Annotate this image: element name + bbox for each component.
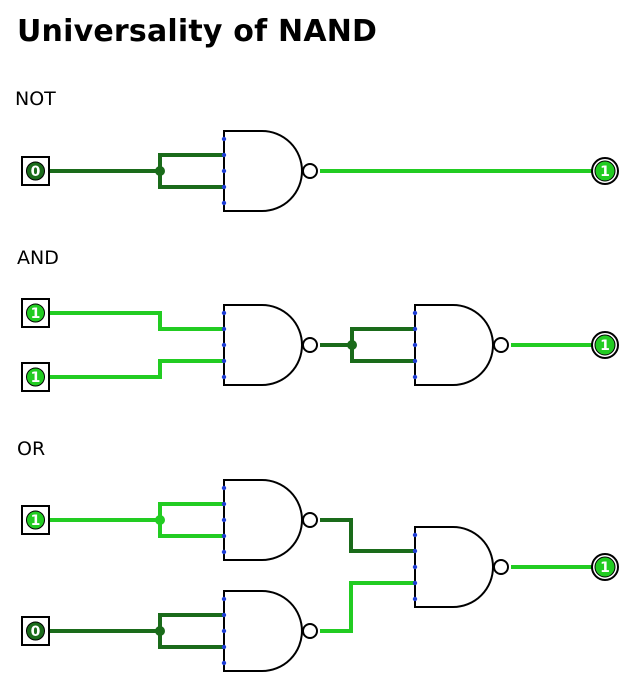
or-nand-gate-b-pin-1 [221, 612, 227, 618]
wires-layer [50, 153, 593, 649]
not-nand-gate [221, 130, 318, 212]
or-nand-gate-a-pin-4 [221, 549, 227, 555]
or-nand-gate-a-pin-2 [221, 517, 227, 523]
and-nand-gate-2-pin-4 [412, 374, 418, 380]
and-input-a-pin: 1 [21, 298, 50, 328]
or-label: OR [17, 438, 46, 460]
and-nand-gate-2-pin-0 [412, 310, 418, 316]
or-input-b-pin-value: 0 [31, 624, 41, 640]
gates-layer [221, 130, 509, 672]
and-nand-gate-1-body [223, 304, 303, 386]
or-nand-gate-a-pin-1 [221, 501, 227, 507]
or-input-a-pin: 1 [21, 505, 50, 535]
or-nand-gate-out-pin-4 [412, 596, 418, 602]
or-nand-gate-out-pin-0 [412, 532, 418, 538]
and-nand-gate-2-body [414, 304, 494, 386]
not-fork-wire [158, 153, 224, 189]
not-input-pin: 0 [21, 156, 50, 186]
and-output-pin-led [594, 334, 616, 356]
not-input-pin-led [26, 161, 45, 181]
or-nand-gate-out-body [414, 526, 494, 608]
or-nand-gate-b-pin-2 [221, 628, 227, 634]
or-nand-gate-out-pin-2 [412, 564, 418, 570]
or-input-a-pin-led [26, 510, 45, 530]
and-nand-gate-1-pin-2 [221, 342, 227, 348]
and-nand-gate-2-pin-3 [412, 358, 418, 364]
not-nand-gate-pin-0 [221, 136, 227, 142]
not-junction [155, 166, 165, 176]
not-nand-gate-pin-4 [221, 200, 227, 206]
or-fork-b-wire [158, 613, 224, 649]
or-output-pin-led [594, 556, 616, 578]
or-input-a-pin-value: 1 [31, 513, 41, 529]
not-nand-gate-bubble [302, 163, 318, 179]
or-nand-gate-b-bubble [302, 623, 318, 639]
and-nand-gate-2-pin-2 [412, 342, 418, 348]
and-nand-gate-1 [221, 304, 318, 386]
or-nand-gate-b-body [223, 590, 303, 672]
and-input-b-pin: 1 [21, 362, 50, 392]
or-nand-gate-b-pin-4 [221, 660, 227, 666]
and-input-a-pin-led [26, 303, 45, 323]
and-nand-gate-1-pin-0 [221, 310, 227, 316]
pins-layer: 0 1 1 1 1 1 0 1 [21, 156, 619, 646]
or-nand-gate-out-pin-1 [412, 548, 418, 554]
or-nand-gate-a-bubble [302, 512, 318, 528]
and-nand-gate-2-bubble [493, 337, 509, 353]
or-nand-gate-a-body [223, 479, 303, 561]
and-input-a-pin-value: 1 [31, 306, 41, 322]
and-output-pin-value: 1 [600, 338, 610, 354]
or-nand-gate-b-pin-3 [221, 644, 227, 650]
and-nand-gate-2 [412, 304, 509, 386]
and-nand-gate-1-pin-3 [221, 358, 227, 364]
or-nand-gate-b [221, 590, 318, 672]
or-output-pin-value: 1 [600, 560, 610, 576]
not-nand-gate-pin-3 [221, 184, 227, 190]
not-nand-gate-pin-1 [221, 152, 227, 158]
and-input-b-wire [50, 359, 224, 379]
or-nand-gate-a-pin-0 [221, 485, 227, 491]
or-input-b-pin: 0 [21, 616, 50, 646]
or-junction-a [155, 515, 165, 525]
or-nand-gate-out-pin-3 [412, 580, 418, 586]
or-mid-a-wire [320, 518, 415, 553]
page-title: Universality of NAND [17, 14, 378, 49]
and-nand-gate-1-pin-4 [221, 374, 227, 380]
or-nand-gate-out-bubble [493, 559, 509, 575]
or-nand-gate-b-pin-0 [221, 596, 227, 602]
and-output-pin: 1 [591, 331, 619, 359]
or-input-b-pin-led [26, 621, 45, 641]
not-output-pin-led [594, 160, 616, 182]
or-output-pin: 1 [591, 553, 619, 581]
not-output-pin-value: 1 [600, 164, 610, 180]
not-label: NOT [15, 88, 56, 110]
and-nand-gate-1-bubble [302, 337, 318, 353]
not-nand-gate-body [223, 130, 303, 212]
or-junction-b [155, 626, 165, 636]
or-nand-gate-a-pin-3 [221, 533, 227, 539]
and-nand-gate-1-pin-1 [221, 326, 227, 332]
and-label: AND [17, 247, 59, 269]
or-nand-gate-a [221, 479, 318, 561]
not-output-pin: 1 [591, 157, 619, 185]
and-junction [347, 340, 357, 350]
or-fork-a-wire [158, 502, 224, 538]
or-mid-b-wire [320, 581, 415, 633]
not-input-pin-value: 0 [31, 164, 41, 180]
and-fork-wire [350, 327, 415, 363]
and-input-b-pin-value: 1 [31, 370, 41, 386]
and-input-b-pin-led [26, 367, 45, 387]
or-nand-gate-out [412, 526, 509, 608]
and-nand-gate-2-pin-1 [412, 326, 418, 332]
not-nand-gate-pin-2 [221, 168, 227, 174]
and-input-a-wire [50, 311, 224, 331]
